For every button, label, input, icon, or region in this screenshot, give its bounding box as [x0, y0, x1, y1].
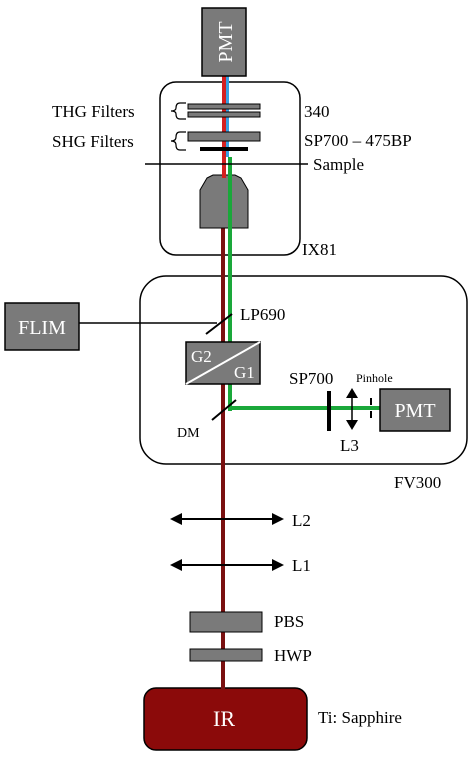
- l2-arrow-left: [170, 513, 182, 525]
- ti-sapphire-label: Ti: Sapphire: [318, 708, 402, 727]
- sp700-label: SP700: [289, 369, 333, 388]
- dm-mirror: [211, 399, 237, 421]
- fv300-enclosure: [139, 275, 468, 465]
- red-beam-ix81: [222, 75, 226, 178]
- thg-filter-plate: [187, 103, 261, 110]
- ir-laser-box: [143, 687, 308, 751]
- ir-beam-main: [221, 228, 225, 690]
- pmt-right-box: [379, 388, 451, 432]
- l2-label: L2: [292, 511, 311, 530]
- l3-label: L3: [340, 436, 359, 455]
- green-beam-horizontal: [230, 406, 382, 410]
- hwp-component: [189, 648, 263, 662]
- shg-filters-label: SHG Filters: [52, 132, 134, 151]
- lp690-label: LP690: [240, 305, 285, 324]
- objective-lens: [199, 174, 249, 229]
- thg-filter-brace: [170, 102, 186, 120]
- l1-arrow-left: [170, 559, 182, 571]
- dm-label: DM: [177, 426, 200, 441]
- l1-label: L1: [292, 556, 311, 575]
- pmt-right-label: PMT: [394, 400, 435, 422]
- ix81-label: IX81: [302, 240, 337, 259]
- pbs-label: PBS: [274, 612, 304, 631]
- shg-value-label: SP700 – 475BP: [304, 131, 412, 150]
- green-beam-vertical: [228, 157, 232, 411]
- flim-label: FLIM: [18, 317, 66, 339]
- thg-filter-plate: [187, 111, 261, 118]
- g1-label: G1: [234, 363, 255, 382]
- shg-filter-plate: [187, 131, 261, 142]
- galvo-divider: [185, 341, 261, 385]
- l3-arrow-top: [346, 388, 358, 398]
- pmt-top-box: [201, 7, 247, 77]
- sample-label: Sample: [313, 155, 364, 174]
- pinhole-label: Pinhole: [356, 371, 393, 385]
- l3-arrow-bottom: [346, 420, 358, 430]
- lp690-mirror: [205, 313, 233, 335]
- shg-filter-brace: [170, 131, 186, 151]
- flim-box: [4, 302, 80, 351]
- shg-filter-plate: [200, 147, 248, 151]
- pmt-top-label: PMT: [215, 21, 237, 62]
- ir-label: IR: [213, 706, 235, 731]
- hwp-label: HWP: [274, 646, 312, 665]
- fv300-label: FV300: [394, 473, 441, 492]
- l1-arrow-right: [272, 559, 284, 571]
- thg-filters-label: THG Filters: [52, 102, 135, 121]
- g2-label: G2: [191, 347, 212, 366]
- pbs-component: [189, 611, 263, 633]
- thg-value-label: 340: [304, 102, 330, 121]
- l2-arrow-right: [272, 513, 284, 525]
